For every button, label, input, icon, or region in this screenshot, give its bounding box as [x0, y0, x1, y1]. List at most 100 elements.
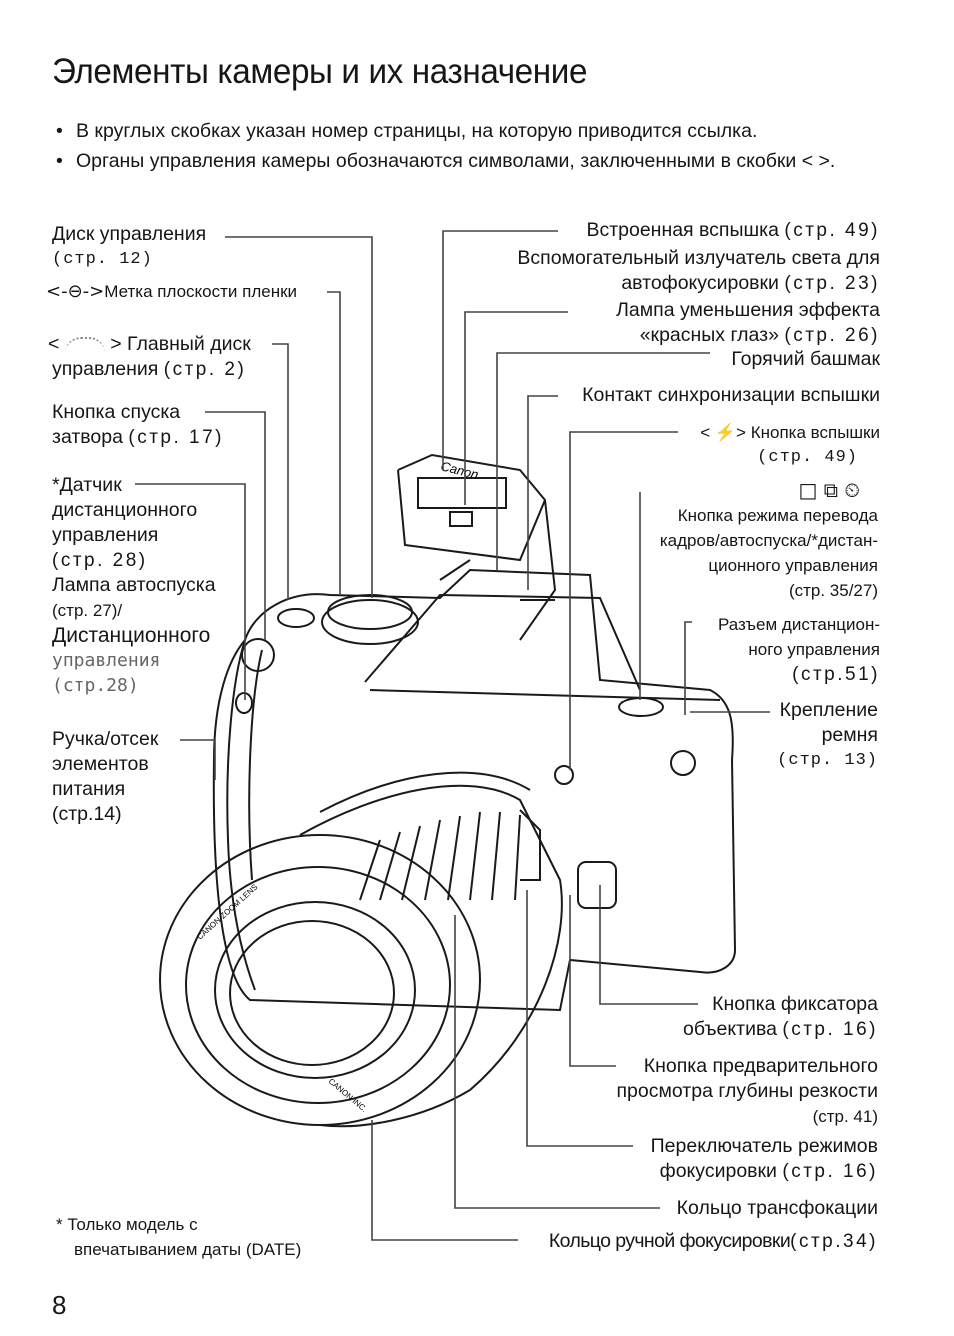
label-main-dial: < > Главный диск управления (стр. 2) — [48, 332, 251, 382]
grip-outline — [226, 639, 256, 991]
label-text: Кнопка режима перевода — [677, 506, 878, 525]
page-ref: (стр. 26) — [784, 325, 880, 346]
page-ref: (стр. 12) — [52, 250, 153, 269]
label-text: элементов — [52, 753, 149, 775]
label-text: ционного управления — [708, 556, 878, 575]
label-remote-socket: Разъем дистанцион- ного управления (стр.… — [718, 612, 880, 687]
page-ref: (стр. 35/27) — [788, 581, 878, 600]
label-text: объектива — [682, 1018, 777, 1040]
label-shutter-button: Кнопка спуска затвора (стр. 17) — [52, 400, 224, 450]
main-dial-icon — [64, 336, 105, 353]
page-ref: (стр. 49) — [784, 220, 880, 241]
symbol-close: > — [110, 333, 122, 355]
label-text: ного управления — [748, 640, 880, 659]
label-text: Диск управления — [52, 223, 207, 245]
label-lens-release: Кнопка фиксатора объектива (стр. 16) — [683, 992, 878, 1042]
label-zoom-ring: Кольцо трансфокации — [677, 1196, 878, 1221]
label-text: Горячий башмак — [731, 348, 880, 370]
label-text: *Датчик — [52, 474, 122, 496]
footnote: * Только модель с впечатыванием даты (DA… — [56, 1212, 301, 1262]
label-text: Встроенная вспышка — [586, 219, 779, 241]
page-ref: (стр.14) — [52, 803, 122, 825]
page-ref: (стр.51) — [792, 664, 880, 685]
drive-mode-icons: □ ⧉ ⏲ — [798, 478, 861, 502]
label-text: Кольцо ручной фокусировки — [548, 1230, 791, 1252]
page-ref: (стр. 2) — [163, 359, 247, 380]
lens-front — [159, 834, 481, 1126]
label-text: управления — [52, 524, 159, 546]
camera-body-outline — [212, 568, 737, 1012]
label-flash: Встроенная вспышка (стр. 49) — [586, 218, 880, 243]
page-title: Элементы камеры и их назначение — [52, 52, 588, 91]
notes-list: • В круглых скобках указан номер страниц… — [52, 116, 932, 176]
label-text: Дистанционного — [52, 624, 211, 647]
page-ref: (стр. 16) — [782, 1019, 878, 1040]
label-text: Контакт синхронизации вспышки — [582, 384, 880, 406]
label-text: Кнопка вспышки — [750, 423, 880, 442]
label-text: кадров/автоспуска/*дистан- — [659, 531, 878, 550]
label-text: Крепление — [779, 699, 878, 721]
dof-button-shape — [577, 861, 617, 909]
label-text: Кнопка предварительного — [643, 1055, 878, 1077]
label-drive-mode: □ ⧉ ⏲ Кнопка режима перевода кадров/авто… — [660, 478, 878, 603]
page-ref: (стр. 13) — [777, 751, 878, 770]
leader-lines — [135, 230, 770, 1241]
footnote-text: * Только модель с — [56, 1215, 198, 1234]
bullet-dot: • — [56, 150, 63, 172]
symbol-open: < — [48, 333, 60, 355]
label-text: Вспомогательный излучатель света для — [517, 247, 880, 269]
label-remote-sensor: *Датчик дистанционного управления (стр. … — [52, 473, 216, 698]
label-text: Ручка/отсек — [52, 728, 159, 750]
drive-button-shape — [618, 697, 664, 717]
label-text: дистанционного — [52, 499, 198, 521]
page-ref: (стр.34) — [790, 1231, 878, 1252]
label-film-plane: <-⊖->Метка плоскости пленки — [46, 279, 297, 304]
label-strap-mount: Крепление ремня (стр. 13) — [777, 698, 878, 773]
label-text: «красных глаз» — [639, 324, 779, 346]
label-manual-focus-ring: Кольцо ручной фокусировки(стр.34) — [549, 1229, 878, 1254]
flash-icon: < ⚡> — [700, 423, 746, 442]
label-text: управления — [52, 650, 161, 671]
page-ref: (стр. 23) — [784, 273, 880, 294]
label-text: ремня — [821, 724, 878, 746]
label-text: Лампа уменьшения эффекта — [616, 299, 880, 321]
lens-text-top: CANON ZOOM LENS — [195, 882, 259, 941]
film-plane-icon: <-⊖-> — [46, 281, 105, 302]
label-text: питания — [52, 778, 126, 800]
page-ref: (стр. 49) — [757, 448, 858, 467]
label-hot-shoe: Горячий башмак — [731, 347, 880, 372]
label-text: фокусировки — [659, 1160, 777, 1182]
strap-mount-shape — [670, 750, 696, 776]
note-text: Органы управления камеры обозначаются си… — [76, 150, 836, 172]
label-text: управления — [52, 358, 159, 380]
label-text: автофокусировки — [621, 272, 779, 294]
shutter-button-shape — [241, 638, 275, 672]
page-ref: (стр. 16) — [782, 1161, 878, 1182]
label-grip: Ручка/отсек элементов питания (стр.14) — [52, 727, 158, 827]
flash-head — [397, 453, 557, 641]
label-text: просмотра глубины резкости — [616, 1080, 878, 1102]
label-text: Метка плоскости пленки — [104, 282, 298, 301]
note-text: В круглых скобках указан номер страницы,… — [76, 120, 758, 142]
note-item: • В круглых скобках указан номер страниц… — [52, 116, 932, 146]
bullet-dot: • — [56, 120, 63, 142]
label-text: Разъем дистанцион- — [717, 615, 880, 634]
footnote-text: впечатыванием даты (DATE) — [74, 1240, 302, 1259]
page-ref: (стр. 28) — [52, 550, 148, 571]
label-text: Главный диск — [127, 333, 251, 355]
label-af-assist: Вспомогательный излучатель света для авт… — [517, 246, 880, 296]
label-red-eye: Лампа уменьшения эффекта «красных глаз» … — [616, 298, 880, 348]
label-focus-mode: Переключатель режимов фокусировки (стр. … — [651, 1134, 878, 1184]
page-ref: (стр. 17) — [128, 427, 225, 448]
label-text: Кольцо трансфокации — [676, 1197, 878, 1219]
page-ref: (стр.28) — [52, 675, 139, 696]
label-text: Кнопка спуска — [52, 401, 181, 423]
page-ref: (стр. 27)/ — [52, 601, 123, 620]
label-text: Переключатель режимов — [650, 1135, 878, 1157]
label-sync-contact: Контакт синхронизации вспышки — [582, 383, 880, 408]
label-text: затвора — [52, 426, 123, 448]
label-dof-preview: Кнопка предварительного просмотра глубин… — [616, 1054, 878, 1129]
note-item: • Органы управления камеры обозначаются … — [52, 146, 932, 176]
mode-dial — [321, 599, 419, 645]
